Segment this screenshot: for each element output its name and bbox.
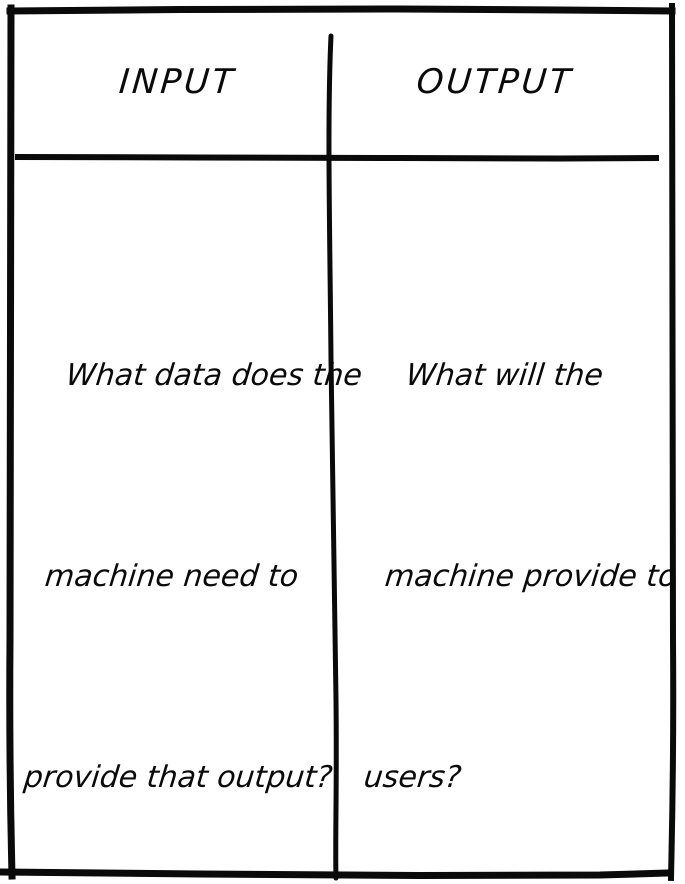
cell-output-line-2: machine provide to xyxy=(383,559,679,594)
column-header-input: INPUT xyxy=(117,62,238,102)
cell-input-content: What data does the machine need to provi… xyxy=(0,208,386,884)
cell-input-line-2: machine need to xyxy=(43,559,301,594)
cell-input-line-3: provide that output? xyxy=(22,760,335,795)
frame-top-border xyxy=(6,5,676,15)
header-separator-rule xyxy=(14,153,660,162)
cell-input-line-1: What data does the xyxy=(64,358,364,393)
cell-output-line-1: What will the xyxy=(404,358,605,393)
frame-left-border xyxy=(6,4,16,880)
cell-output-line-3: users? xyxy=(362,760,463,795)
column-header-output: OUTPUT xyxy=(414,62,576,102)
